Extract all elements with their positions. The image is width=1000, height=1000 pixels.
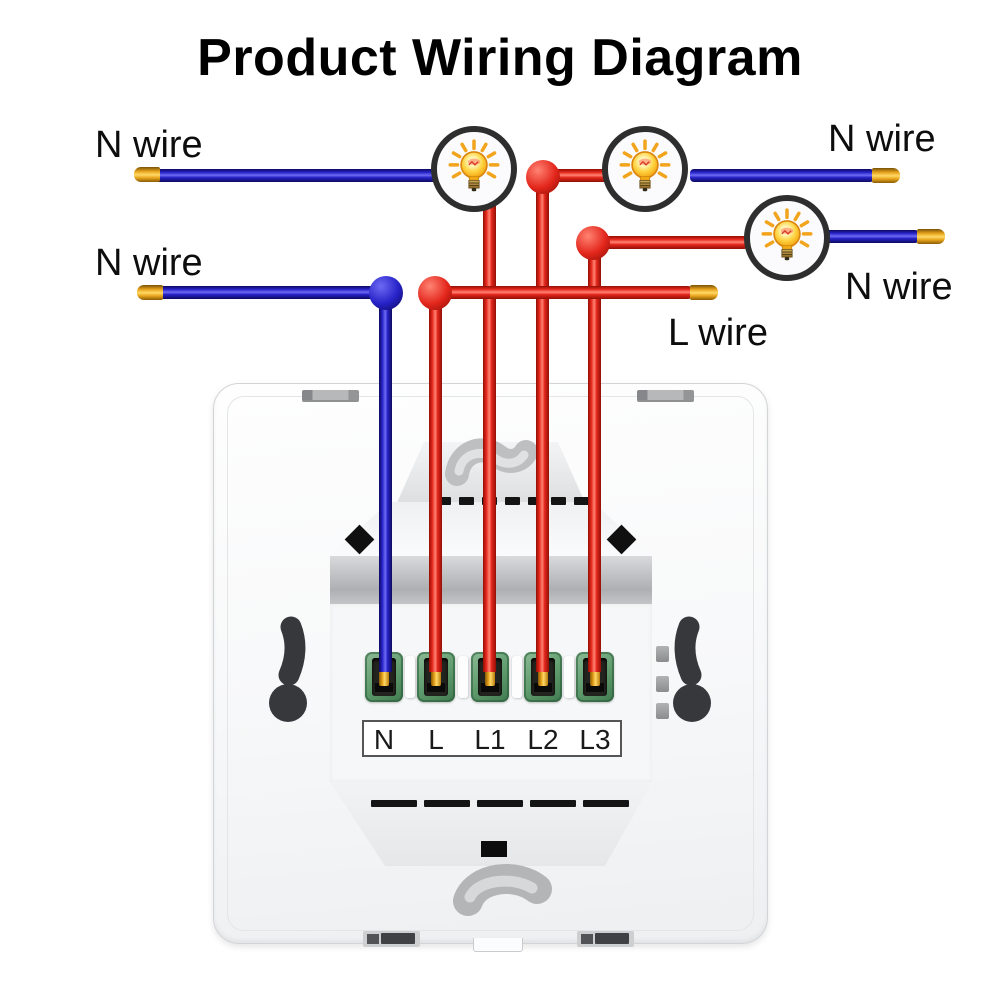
red-wire-segment bbox=[543, 169, 612, 182]
side-pin bbox=[656, 676, 669, 692]
module-black-square bbox=[481, 841, 507, 857]
terminal-label: L bbox=[428, 724, 444, 755]
light-bulb-icon bbox=[761, 208, 813, 261]
terminal-screw-slot bbox=[375, 683, 393, 692]
page-title: Product Wiring Diagram bbox=[197, 29, 803, 87]
terminal-divider-ridge bbox=[405, 656, 415, 698]
mounting-clip-top-right bbox=[637, 390, 694, 402]
bottom-edge-notch bbox=[473, 938, 523, 952]
blue-wire-segment bbox=[825, 230, 919, 243]
terminal-screw-slot bbox=[534, 683, 552, 692]
terminal-screw-slot bbox=[481, 683, 499, 692]
mounting-clip-bottom-right bbox=[577, 931, 634, 947]
wire-junction bbox=[526, 160, 560, 194]
terminal-screw-slot bbox=[427, 683, 445, 692]
light-bulb-icon bbox=[448, 139, 500, 192]
wire-label: L wire bbox=[668, 312, 768, 354]
copper-wire-tip bbox=[872, 168, 900, 183]
wire-junction bbox=[576, 226, 610, 260]
red-wire-segment bbox=[536, 177, 549, 672]
wire-label: N wire bbox=[828, 118, 936, 160]
copper-wire-tip bbox=[917, 229, 945, 244]
terminal-screw-slot bbox=[586, 683, 604, 692]
wire-label: N wire bbox=[95, 242, 203, 284]
vent-slot bbox=[424, 800, 470, 807]
vent-slot bbox=[550, 497, 566, 505]
copper-wire-tip bbox=[690, 285, 718, 300]
blue-wire-segment bbox=[379, 292, 392, 672]
light-bulb-icon bbox=[619, 139, 671, 192]
red-wire-segment bbox=[429, 292, 442, 672]
wire-junction bbox=[369, 276, 403, 310]
terminal-divider-ridge bbox=[458, 656, 468, 698]
wire-label: N wire bbox=[845, 266, 953, 308]
lamp-symbol bbox=[431, 126, 517, 212]
vent-slot bbox=[458, 497, 474, 505]
vent-slot bbox=[435, 497, 451, 505]
red-wire-segment bbox=[483, 204, 496, 672]
red-wire-segment bbox=[588, 243, 601, 672]
copper-wire-tip bbox=[137, 285, 163, 300]
terminal-label: L3 bbox=[579, 724, 611, 755]
terminal-label-box bbox=[362, 720, 622, 757]
blue-wire-segment bbox=[690, 169, 874, 182]
mounting-clip-top-left bbox=[302, 390, 359, 402]
vent-slot bbox=[573, 497, 589, 505]
mounting-clip-bottom-left bbox=[363, 931, 420, 947]
terminal-label: L1 bbox=[474, 724, 506, 755]
side-pin bbox=[656, 646, 669, 662]
wire-junction bbox=[418, 276, 452, 310]
vent-slot bbox=[477, 800, 523, 807]
vent-slot bbox=[530, 800, 576, 807]
lamp-symbol bbox=[602, 126, 688, 212]
side-pin bbox=[656, 703, 669, 719]
terminal-divider-ridge bbox=[564, 656, 574, 698]
terminal-divider-ridge bbox=[511, 656, 522, 698]
vent-slot bbox=[371, 800, 417, 807]
vent-slot bbox=[583, 800, 629, 807]
terminal-label: N bbox=[373, 724, 395, 755]
red-wire-segment bbox=[435, 286, 692, 299]
red-wire-segment bbox=[593, 236, 748, 249]
copper-wire-tip bbox=[134, 167, 160, 182]
blue-wire-segment bbox=[155, 286, 392, 299]
vent-slot bbox=[527, 497, 543, 505]
terminal-label: L2 bbox=[527, 724, 559, 755]
lamp-symbol bbox=[744, 195, 830, 281]
vent-slot bbox=[504, 497, 520, 505]
wire-label: N wire bbox=[95, 124, 203, 166]
blue-wire-segment bbox=[152, 169, 438, 182]
